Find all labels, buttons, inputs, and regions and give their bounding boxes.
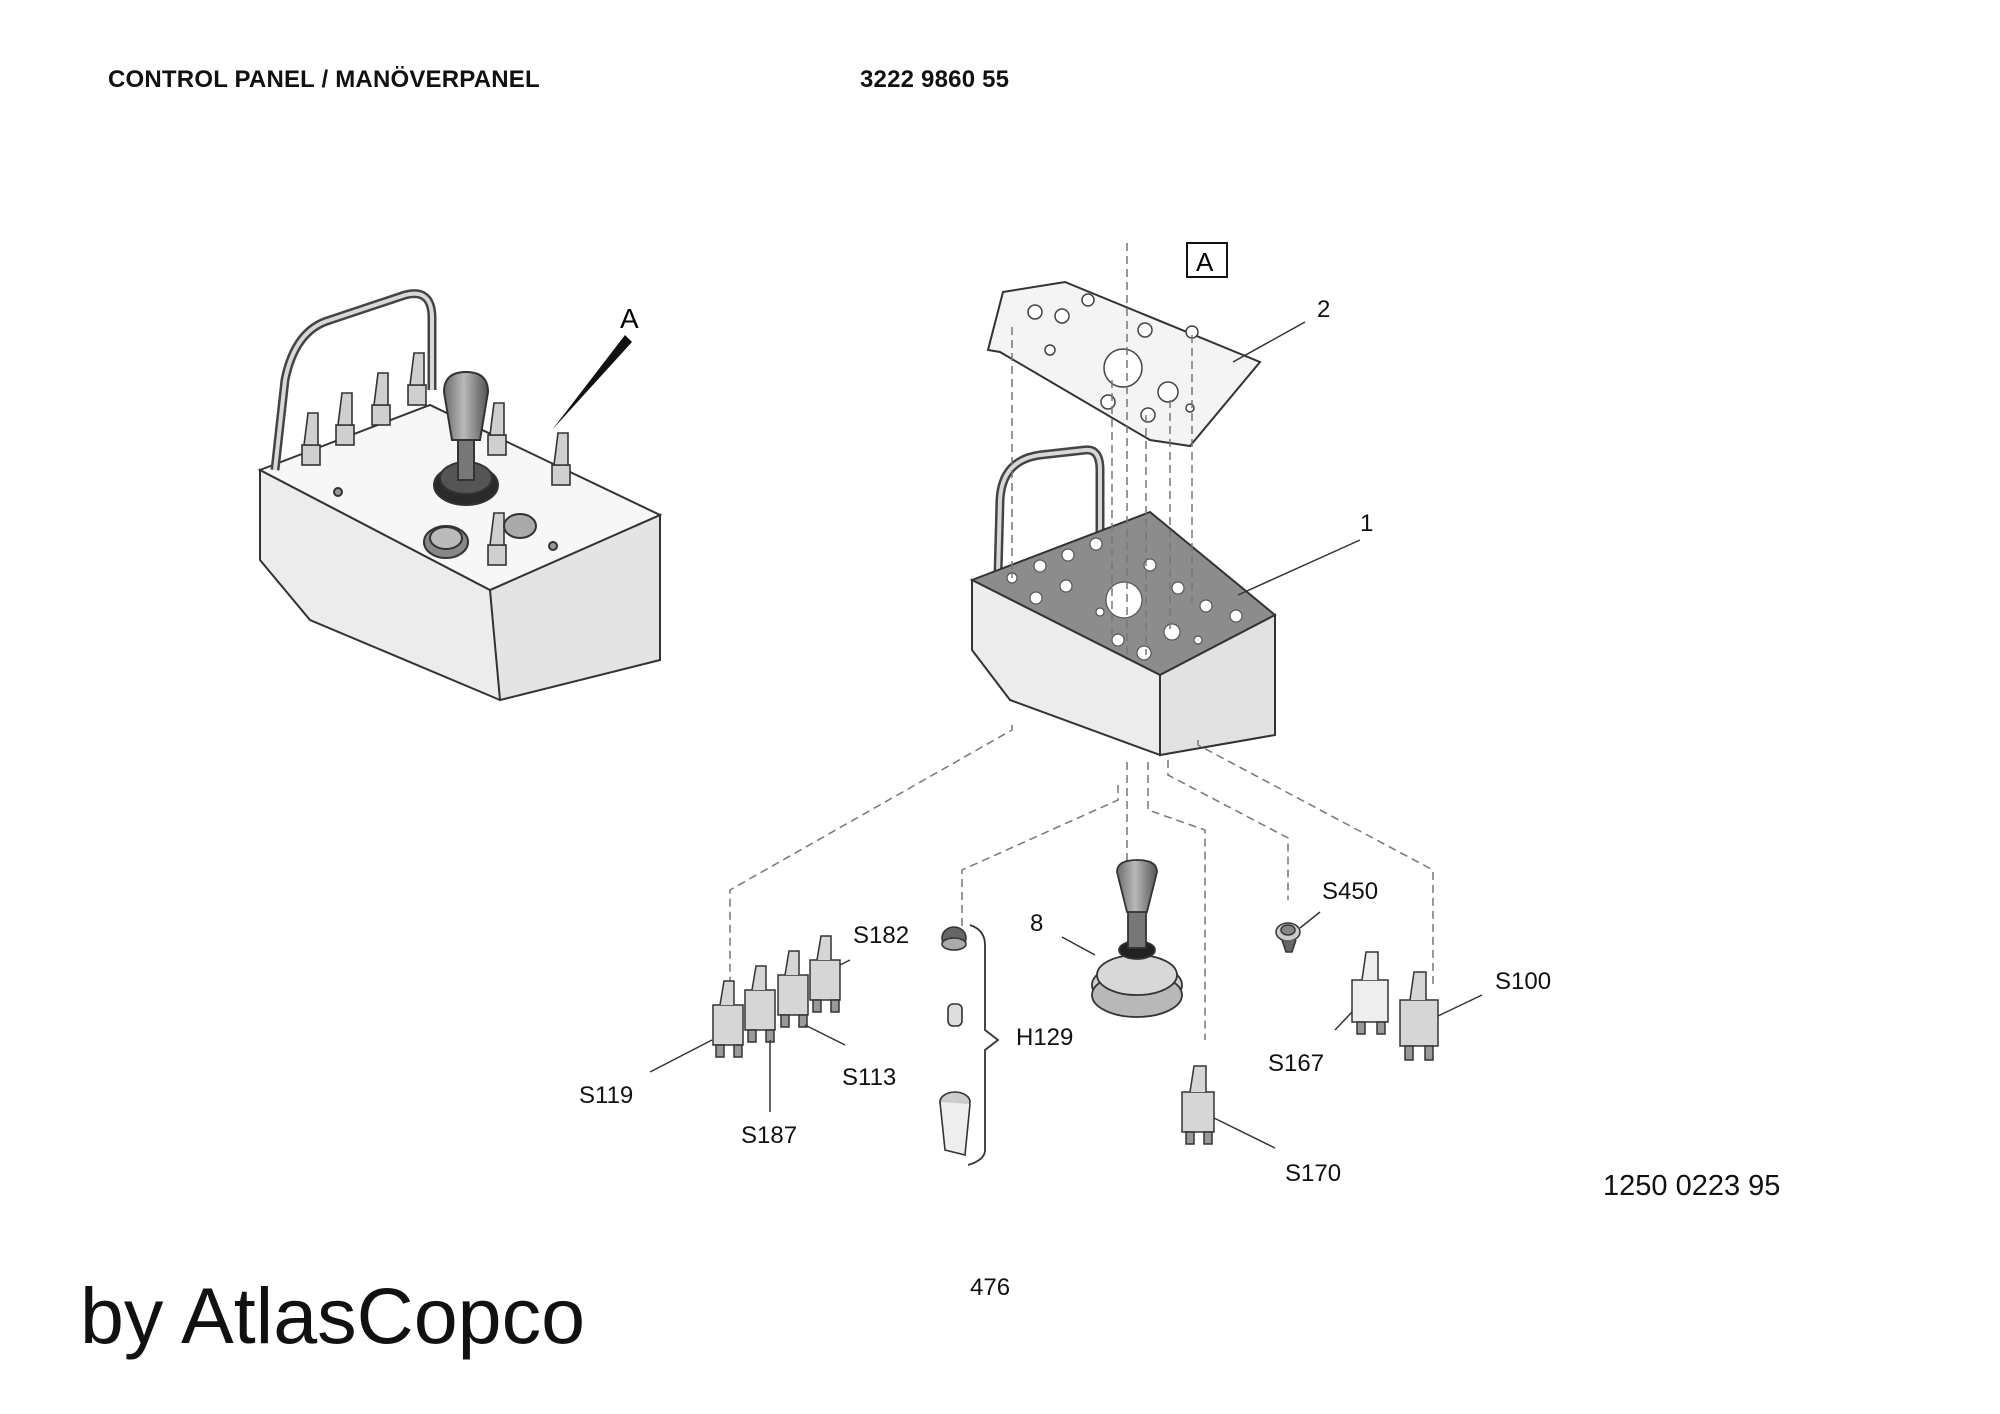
view-a-box [1186, 242, 1228, 278]
callout-item-1: 1 [1360, 510, 1374, 537]
toggle-switch-s167 [1351, 951, 1389, 1035]
part-number: 3222 9860 55 [860, 66, 1010, 93]
pushbutton-s450 [1275, 922, 1301, 953]
toggle-switch-s100 [1399, 971, 1439, 1061]
callout-s187: S187 [741, 1122, 798, 1149]
drawing-title: CONTROL PANEL / MANÖVERPANEL [108, 66, 540, 93]
brand-watermark: by AtlasCopco [80, 1271, 586, 1360]
callout-item-8: 8 [1030, 910, 1044, 937]
callout-s450: S450 [1322, 878, 1379, 905]
toggle-switch-s170 [1181, 1065, 1215, 1145]
gasket-plate [986, 280, 1262, 448]
assembly-guide-lines [729, 243, 1434, 1040]
callout-s182: S182 [853, 922, 910, 949]
callout-item-2: 2 [1317, 296, 1331, 323]
callout-s100: S100 [1495, 968, 1552, 995]
page-number: 476 [970, 1274, 1011, 1301]
view-a-pointer-label: A [620, 303, 639, 334]
joystick [1091, 859, 1183, 1018]
callout-h129: H129 [1016, 1024, 1074, 1051]
panel-housing [969, 445, 1277, 757]
indicator-lamp-assembly [939, 926, 971, 1157]
view-a-pointer-arrow [552, 335, 632, 430]
view-a-box-label: A [1196, 247, 1214, 277]
callout-s170: S170 [1285, 1160, 1342, 1187]
callout-s167: S167 [1268, 1050, 1325, 1077]
toggle-switch-group [712, 935, 841, 1058]
callout-s113: S113 [842, 1064, 897, 1091]
document-number: 1250 0223 95 [1603, 1170, 1781, 1202]
callout-s119: S119 [579, 1082, 634, 1109]
h129-bracket [967, 924, 1000, 1166]
assembled-control-panel [257, 289, 663, 702]
